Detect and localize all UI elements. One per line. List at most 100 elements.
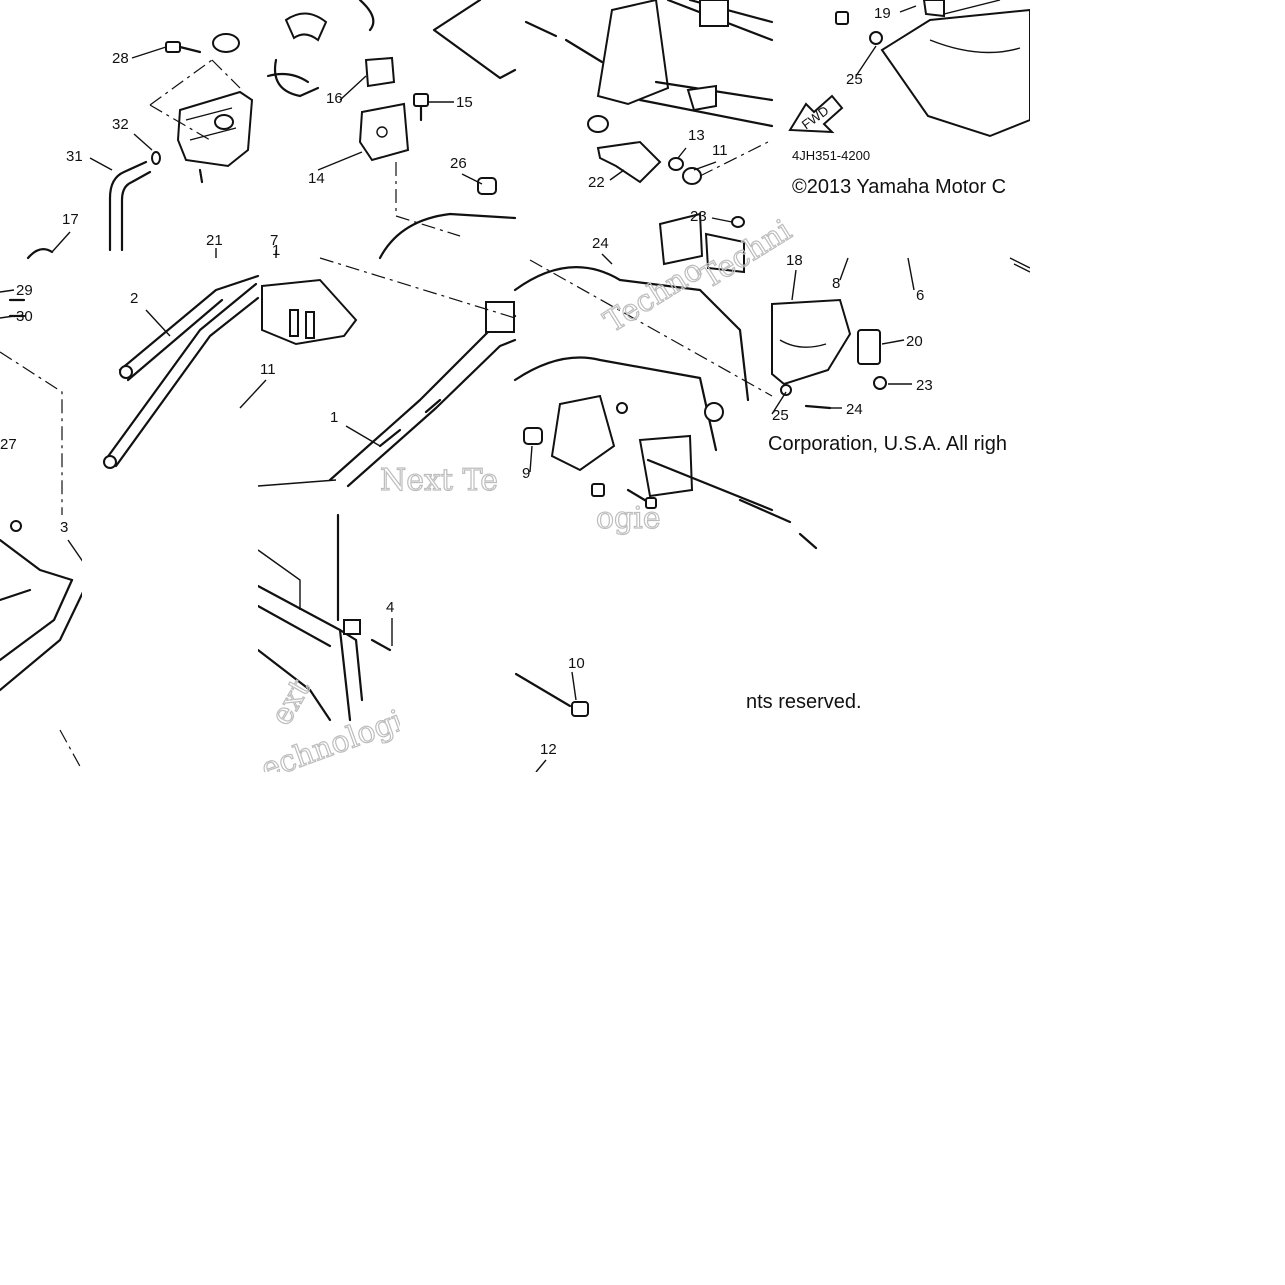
callout-leader-line <box>839 257 849 281</box>
callout-number: 1 <box>330 409 338 426</box>
callout-leader-line <box>855 45 877 77</box>
callout-leader-line <box>529 445 533 473</box>
callout-number: 23 <box>690 208 707 225</box>
bolt-left <box>524 20 604 64</box>
hose-31 <box>108 160 152 252</box>
callout-number: 8 <box>832 275 840 292</box>
blank-bottom <box>0 772 1285 1285</box>
callout-number: 15 <box>456 94 473 111</box>
blank-right <box>1030 0 1285 515</box>
leader-dash <box>149 59 241 141</box>
callout-leader-line <box>145 309 171 337</box>
blank-gap-2 <box>400 515 515 772</box>
callout-number: 28 <box>112 50 129 67</box>
leader-dash-7 <box>529 259 773 397</box>
callout-number: 2 <box>130 290 138 307</box>
callout-leader-line <box>609 169 625 181</box>
copyright-line: ©2013 Yamaha Motor C <box>792 176 1006 198</box>
part-code: 4JH351-4200 <box>792 148 870 163</box>
callout-number: 11 <box>260 361 276 378</box>
callout-number: 21 <box>206 232 223 249</box>
bolt-lower <box>591 483 657 509</box>
bracket-22 <box>596 140 702 185</box>
callout-leader-line <box>571 671 577 701</box>
callout-leader-line <box>339 75 367 101</box>
callout-leader-line <box>133 133 153 151</box>
callout-leader-line <box>535 759 547 773</box>
blank-gap-1 <box>82 515 258 772</box>
bolt-19 <box>835 11 849 25</box>
leader-dash-5 <box>0 351 63 515</box>
callout-leader-line <box>51 231 71 253</box>
callout-leader-line <box>239 379 267 409</box>
copyright-mid: Corporation, U.S.A. All righ <box>768 433 1007 455</box>
callout-number: 32 <box>112 116 129 133</box>
callout-number: 20 <box>906 333 923 350</box>
steering-head-frame <box>596 0 774 128</box>
callout-number: 22 <box>588 174 605 191</box>
blank-gap-3 <box>820 515 1285 685</box>
callout-number: 13 <box>688 127 705 144</box>
callout-number: 29 <box>16 282 33 299</box>
watermark-2: Next Te <box>380 463 498 498</box>
callout-leader-line <box>131 46 167 59</box>
callout-number: 27 <box>0 436 17 453</box>
leader-dash-6 <box>319 257 516 319</box>
callout-leader-line <box>899 5 917 13</box>
watermark-5: ext <box>264 673 318 731</box>
callout-number: 14 <box>308 170 325 187</box>
blank-gap-4 <box>900 685 1285 772</box>
tray-7 <box>261 278 358 346</box>
leader-dash-3 <box>699 139 773 177</box>
lower-frame <box>513 266 818 550</box>
callout-number: 23 <box>916 377 933 394</box>
callout-number: 17 <box>62 211 79 228</box>
callout-number: 25 <box>846 71 863 88</box>
bracket-clamp-16 <box>266 12 410 162</box>
fwd-arrow <box>788 94 844 134</box>
callout-number: 30 <box>16 308 33 325</box>
callout-number: 9 <box>522 465 530 482</box>
callout-leader-line <box>711 217 733 223</box>
callout-leader-line <box>791 269 797 301</box>
copyright-end: nts reserved. <box>746 691 862 713</box>
callout-leader-line <box>693 161 717 171</box>
frame-lower-center <box>256 513 392 722</box>
callout-number: 6 <box>916 287 924 304</box>
bolt-10 <box>514 672 589 717</box>
callout-leader-line <box>317 151 363 171</box>
nut-26 <box>477 177 497 195</box>
callout-number: 3 <box>60 519 68 536</box>
callout-number: 26 <box>450 155 467 172</box>
callout-number: 19 <box>874 5 891 22</box>
watermark-1: Techno <box>598 252 709 339</box>
subframe-2 <box>102 274 260 469</box>
frame-top-tube <box>378 212 517 260</box>
callout-number: 18 <box>786 252 803 269</box>
plate-edge <box>432 0 517 80</box>
bolt-28 <box>165 41 202 54</box>
tile8-edge <box>1009 257 1031 273</box>
callout-number: 24 <box>846 401 863 418</box>
callout-leader-line <box>89 157 113 171</box>
callout-number: 25 <box>772 407 789 424</box>
callout-leader-line <box>461 173 483 185</box>
callout-leader-line <box>601 253 613 265</box>
cover-19 <box>880 0 1031 138</box>
callout-leader-line <box>0 315 15 319</box>
watermark-3: ogie <box>596 501 661 536</box>
clip-32 <box>151 151 161 165</box>
callout-number: 12 <box>540 741 557 758</box>
leader-dash-2 <box>395 162 461 237</box>
bracket-23 <box>658 212 745 274</box>
washer-25 <box>869 31 883 45</box>
callout-number: 24 <box>592 235 609 252</box>
main-frame-1 <box>257 301 517 488</box>
callout-number: 1 <box>272 242 280 259</box>
bolt-15 <box>413 93 429 122</box>
callout-number: 31 <box>66 148 83 165</box>
callout-leader-line <box>881 339 905 345</box>
nut-9 <box>523 427 543 445</box>
